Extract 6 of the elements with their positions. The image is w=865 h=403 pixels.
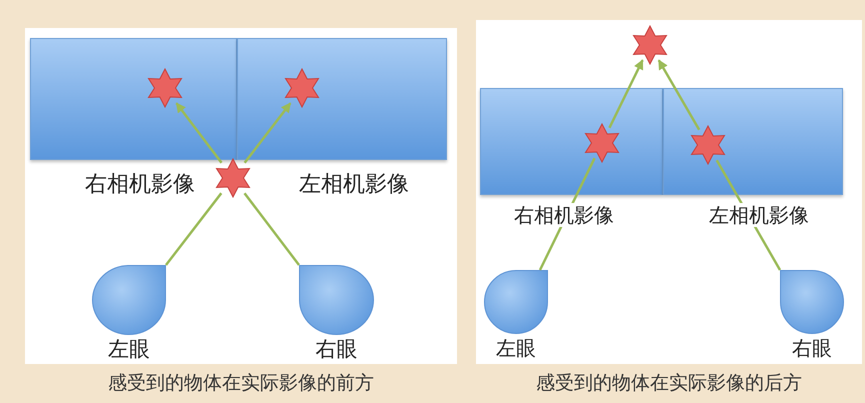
arrow (244, 102, 292, 164)
caption: 感受到的物体在实际影像的后方 (535, 372, 803, 395)
arrow (175, 102, 223, 164)
arrow (608, 59, 644, 128)
arrow (658, 59, 700, 130)
caption: 感受到的物体在实际影像的前方 (107, 372, 375, 395)
